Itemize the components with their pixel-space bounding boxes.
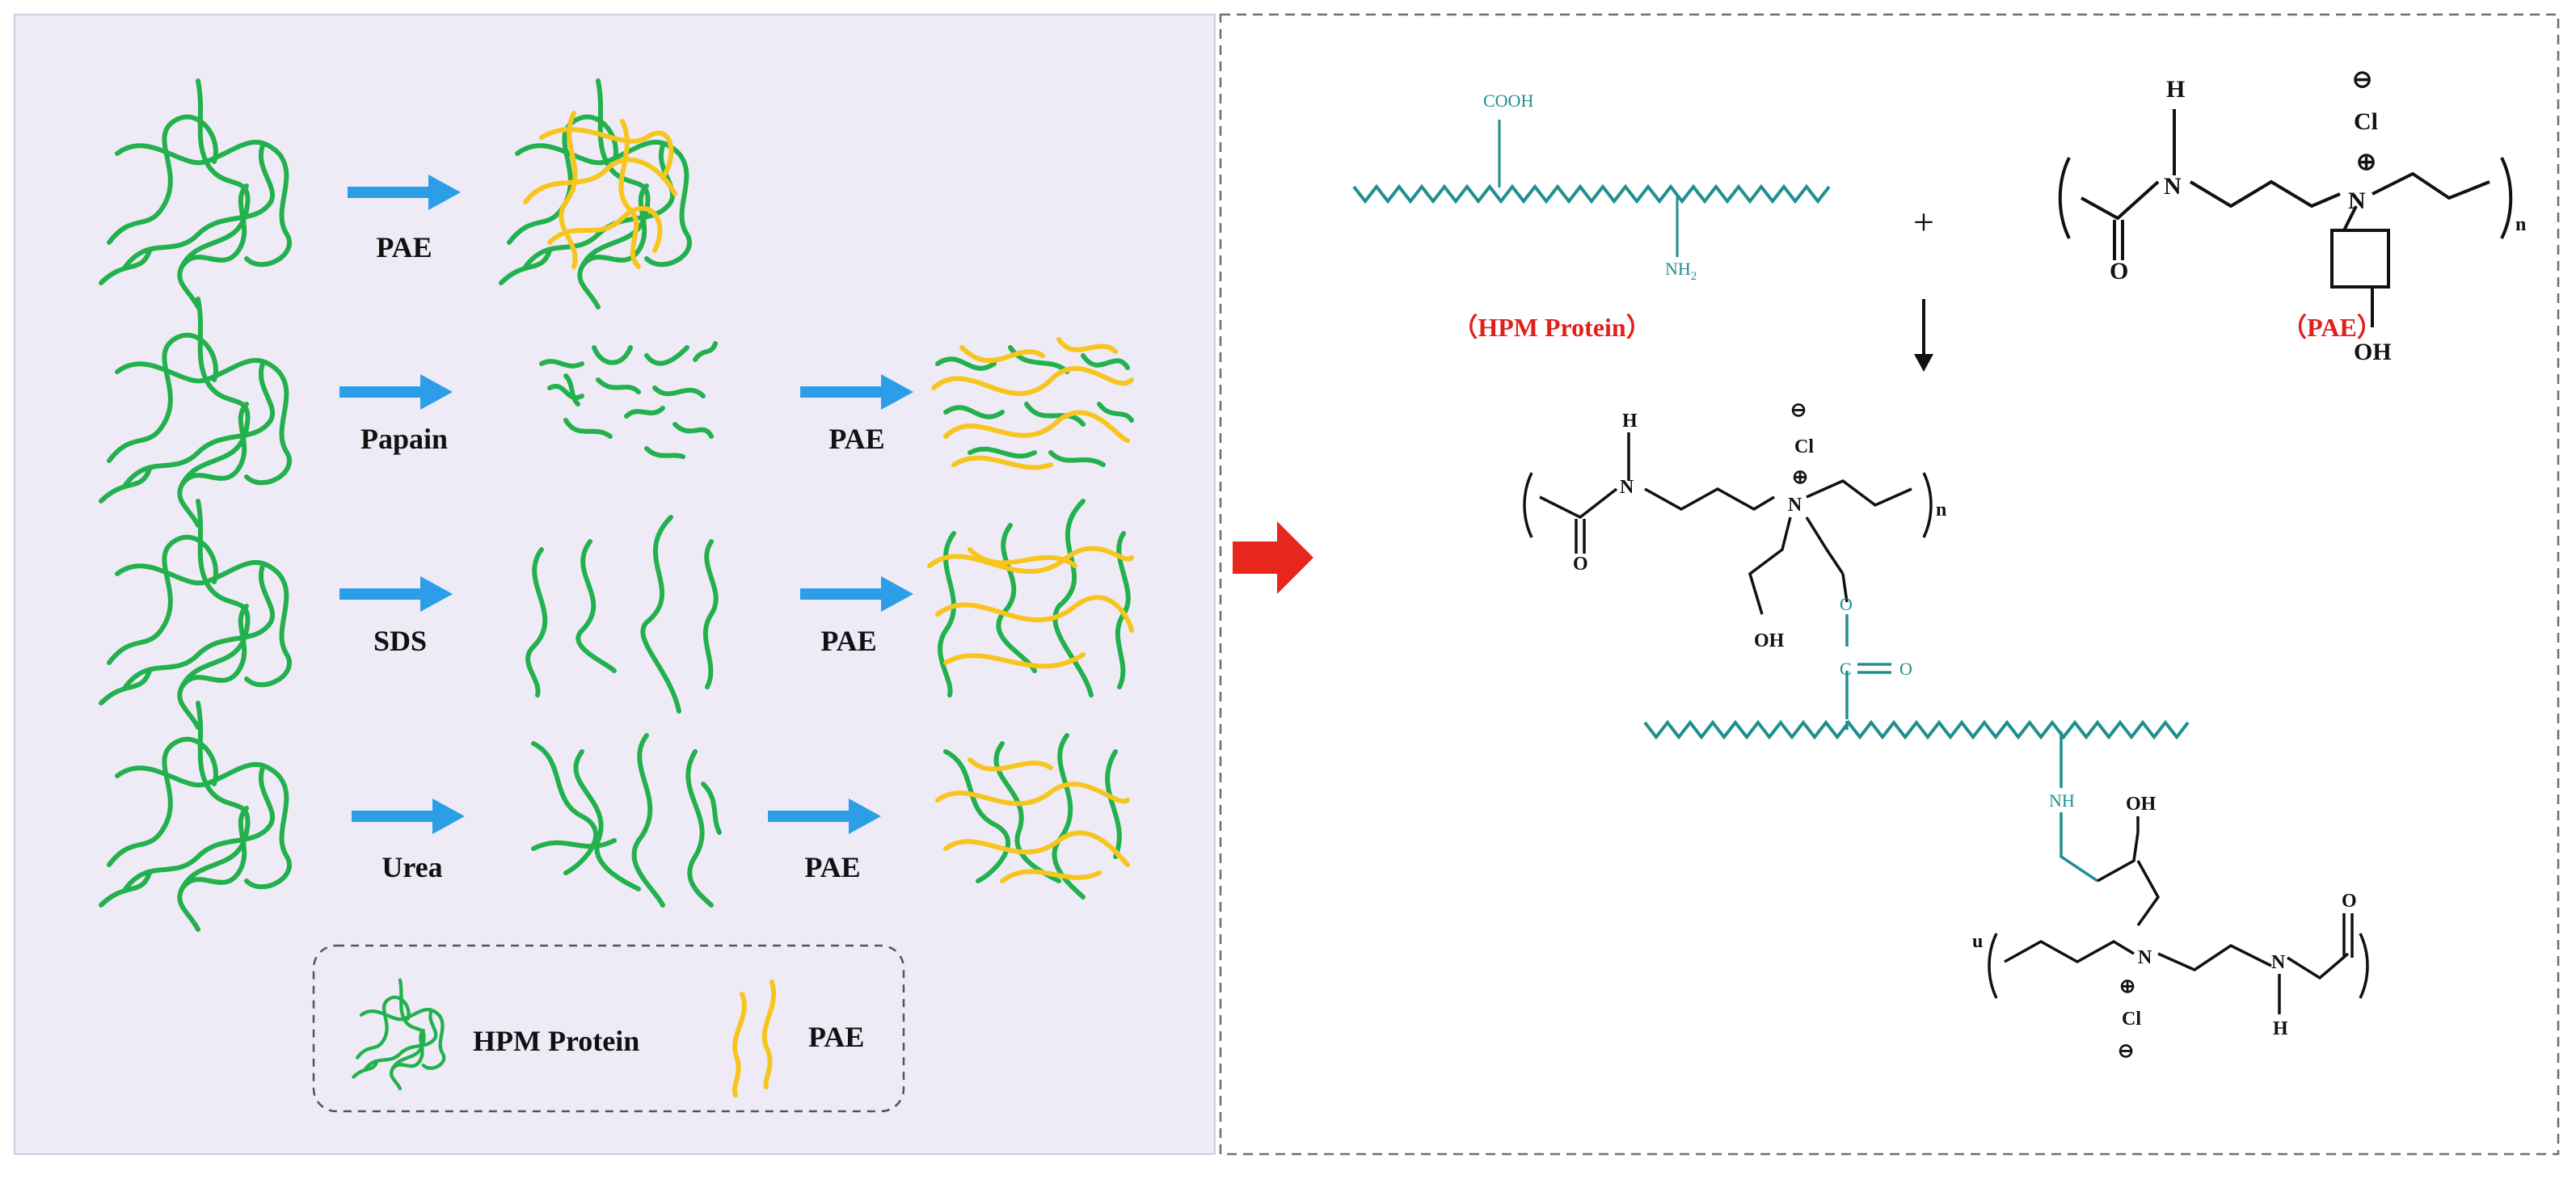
plus-sign: +: [1913, 201, 1934, 242]
svg-text:⊖: ⊖: [1790, 400, 1807, 421]
pae-label: （PAE）: [2281, 313, 2383, 342]
legend-pae-label: PAE: [808, 1021, 864, 1053]
svg-text:H: H: [2166, 76, 2185, 103]
svg-text:N: N: [2164, 173, 2182, 200]
row-2: Papain PAE: [101, 299, 1134, 525]
legend-box: [312, 944, 905, 1113]
row-2-step1-label: Papain: [360, 423, 448, 455]
svg-text:O: O: [1573, 554, 1588, 575]
svg-text:C: C: [1840, 659, 1852, 679]
row-1-step1-label: PAE: [376, 231, 432, 263]
protein-backbone-product: [1643, 719, 2190, 740]
papain-fragments: [539, 341, 718, 459]
svg-text:OH: OH: [1754, 630, 1785, 651]
ester-linkage: [1845, 614, 1891, 730]
sds-unfolded-chains: [525, 515, 719, 714]
protein-backbone-top: [1352, 183, 1831, 204]
svg-text:N: N: [2271, 952, 2286, 973]
svg-text:⊕: ⊕: [2119, 976, 2135, 997]
row-4-step2-label: PAE: [804, 851, 860, 883]
svg-text:O: O: [1840, 594, 1853, 614]
crosslinked-protein-4: [935, 733, 1130, 900]
svg-text:u: u: [1972, 931, 1983, 952]
svg-text:OH: OH: [2126, 794, 2157, 815]
amine-linkage: [2060, 731, 2098, 883]
svg-text:n: n: [1936, 499, 1946, 520]
svg-text:Cl: Cl: [2122, 1009, 2141, 1030]
legend: HPM Protein PAE: [312, 944, 905, 1113]
row-2-step2-label: PAE: [828, 423, 884, 455]
right-panel-border: [1219, 13, 2560, 1156]
svg-text:H: H: [2273, 1018, 2288, 1039]
nh-label: NH: [2049, 790, 2075, 811]
pae-structure: [2058, 109, 2513, 327]
svg-text:O: O: [2342, 891, 2357, 912]
svg-text:O: O: [1899, 659, 1912, 679]
pae-structure-labels: H N O N ⊖ Cl ⊕ n OH: [2110, 66, 2526, 365]
red-arrow-icon: [1233, 521, 1313, 594]
product-pae-labels-upper: H N O N ⊖ Cl ⊕ n OH: [1573, 400, 1946, 651]
svg-text:⊕: ⊕: [1792, 467, 1808, 488]
row-4: Urea PAE: [101, 703, 1130, 929]
svg-text:OH: OH: [2354, 339, 2392, 365]
row-1: PAE: [101, 81, 689, 307]
crosslinked-protein-2: [931, 337, 1134, 470]
urea-unfolded-chains: [531, 733, 722, 908]
svg-text:⊖: ⊖: [2352, 66, 2372, 93]
crosslinked-protein-3: [927, 499, 1134, 697]
hpm-protein-structure: COOH NH2 （HPM Protein）: [1352, 91, 1831, 342]
product-pae-unit-upper: [1523, 432, 1933, 615]
ester-labels: O C O: [1840, 594, 1912, 679]
row-3-step2-label: PAE: [820, 625, 876, 657]
svg-text:N: N: [2348, 188, 2366, 214]
legend-protein-label: HPM Protein: [473, 1025, 639, 1057]
svg-text:H: H: [1622, 411, 1638, 432]
svg-text:⊖: ⊖: [2118, 1041, 2134, 1062]
product-pae-labels-lower: OH u N ⊕ Cl ⊖ N H O: [1972, 794, 2357, 1062]
down-arrow-icon: [1914, 299, 1933, 372]
svg-text:N: N: [2138, 947, 2152, 968]
row-3-step1-label: SDS: [373, 625, 427, 657]
svg-text:n: n: [2515, 214, 2526, 235]
svg-text:Cl: Cl: [1794, 436, 1814, 457]
hpm-protein-label: （HPM Protein）: [1452, 313, 1651, 342]
nh2-label: NH2: [1665, 259, 1697, 283]
svg-text:O: O: [2110, 258, 2128, 284]
svg-text:N: N: [1788, 495, 1802, 516]
cooh-label: COOH: [1483, 91, 1533, 111]
row-3: SDS PAE: [101, 499, 1134, 727]
legend-pae-swatch: [731, 980, 776, 1098]
svg-text:⊕: ⊕: [2356, 149, 2376, 175]
svg-text:Cl: Cl: [2354, 108, 2378, 135]
product-pae-unit-lower: [1988, 816, 2369, 1014]
svg-text:N: N: [1620, 477, 1634, 498]
row-4-step1-label: Urea: [382, 851, 442, 883]
